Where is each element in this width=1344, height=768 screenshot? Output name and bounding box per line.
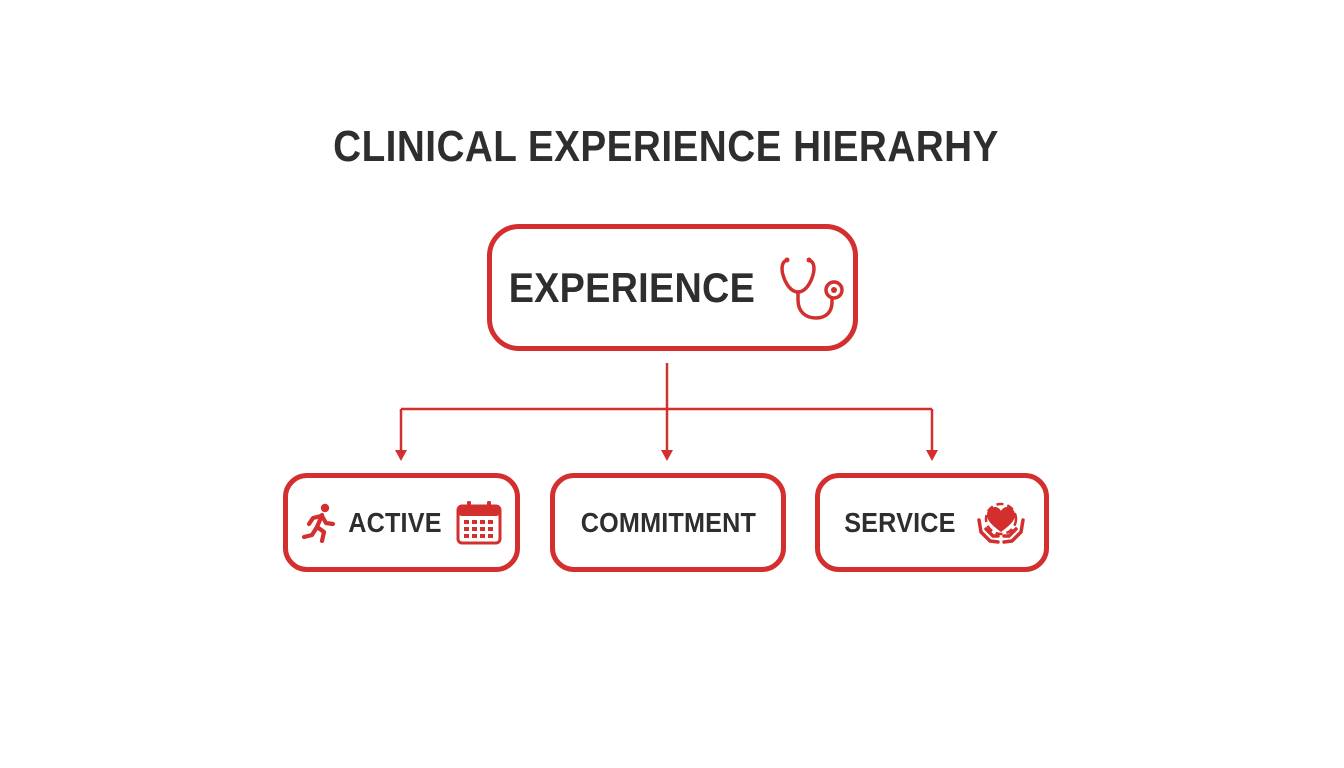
child-node-active: ACTIVE [283,473,520,572]
arrowhead-service [926,450,938,461]
diagram-title: CLINICAL EXPERIENCE HIERARHY [333,122,999,171]
root-node-label: EXPERIENCE [508,263,755,311]
arrowhead-active [395,450,407,461]
arrowhead-commitment [661,450,673,461]
child-node-commitment: COMMITMENT [550,473,786,572]
hands-heart-icon [976,498,1026,548]
root-node-experience: EXPERIENCE [487,224,858,351]
child-node-label: SERVICE [844,506,956,538]
child-node-service: SERVICE [815,473,1049,572]
calendar-icon [456,500,502,546]
running-person-icon [301,503,337,543]
stethoscope-icon [778,252,850,324]
child-node-label: COMMITMENT [580,506,756,538]
child-node-label: ACTIVE [347,506,442,538]
